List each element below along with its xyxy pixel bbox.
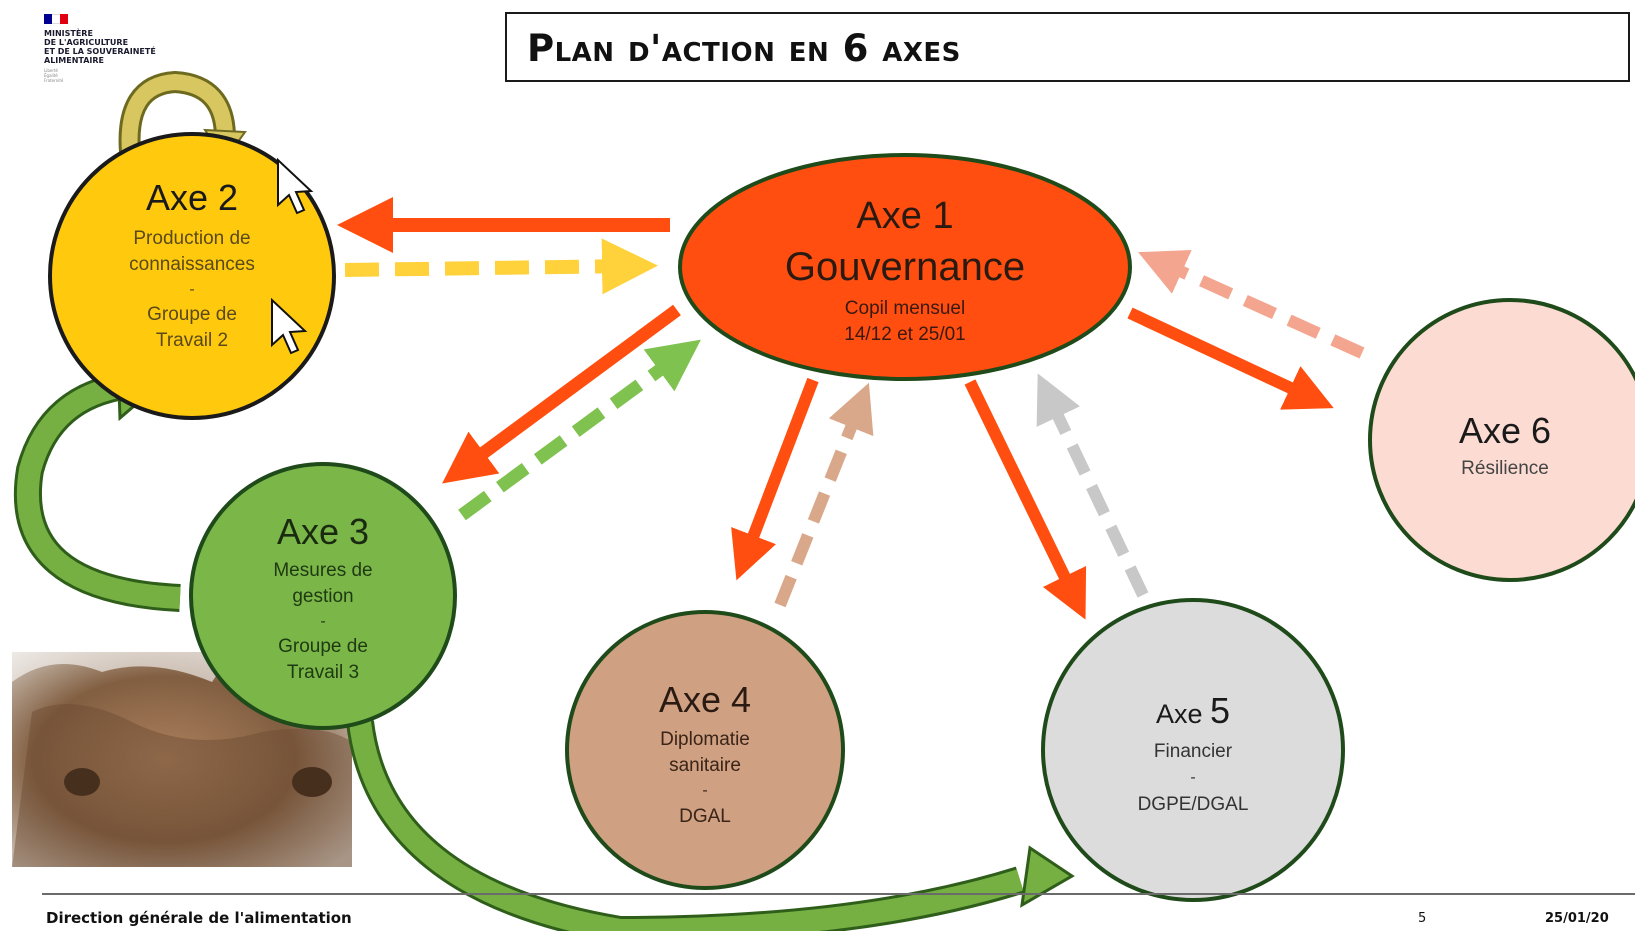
node-axe6: Axe 6 Résilience — [1368, 298, 1635, 582]
node-axe1: Axe 1 Gouvernance Copil mensuel 14/12 et… — [678, 153, 1132, 381]
axe2-title: Axe 2 — [146, 177, 238, 218]
axe2-line2: connaissances — [129, 254, 255, 275]
footer-page-number: 5 — [1418, 911, 1427, 926]
axe3-line4: Travail 3 — [287, 662, 359, 683]
arrow-axe2-to-axe1 — [344, 238, 658, 295]
axe1-line1: Copil mensuel — [845, 298, 965, 319]
axe2-line4: Travail 2 — [156, 330, 228, 351]
arrow-axe1-to-axe4 — [731, 377, 819, 581]
cursor-icon — [277, 157, 314, 215]
node-axe3: Axe 3 Mesures de gestion - Groupe de Tra… — [189, 462, 457, 730]
footer-divider — [42, 893, 1635, 895]
axe4-line2: sanitaire — [669, 755, 741, 776]
ministry-name: MINISTÈRE DE L'AGRICULTURE ET DE LA SOUV… — [44, 29, 156, 65]
cursor-icon — [271, 297, 308, 355]
axe3-title: Axe 3 — [277, 511, 369, 552]
arrow-axe3-to-axe1 — [458, 339, 701, 521]
axe5-dash: - — [1190, 769, 1195, 786]
node-axe2: Axe 2 Production de connaissances - Grou… — [48, 132, 336, 420]
arrow-axe1-to-axe6 — [1127, 307, 1334, 410]
axe4-dash: - — [702, 782, 707, 799]
axe2-line1: Production de — [133, 228, 250, 249]
node-axe5: Axe 5 Financier - DGPE/DGAL — [1041, 598, 1345, 902]
axe1-subtitle: Gouvernance — [785, 245, 1025, 289]
republic-motto: Liberté Égalité Fraternité — [44, 68, 64, 83]
axe3-line2: gestion — [292, 586, 353, 607]
footer-date: 25/01/20 — [1545, 911, 1609, 926]
axe5-title-prefix: Axe — [1156, 699, 1210, 729]
axe6-line1: Résilience — [1461, 458, 1549, 479]
axe3-line3: Groupe de — [278, 636, 368, 657]
ministry-logo-text: MINISTÈRE DE L'AGRICULTURE ET DE LA SOUV… — [44, 26, 264, 83]
arrow-axe1-to-axe3 — [442, 304, 681, 484]
axe5-title: Axe 5 — [1156, 690, 1230, 731]
footer-organization: Direction générale de l'alimentation — [46, 909, 352, 927]
axe4-line1: Diplomatie — [660, 729, 750, 750]
axe1-line2: 14/12 et 25/01 — [844, 324, 966, 345]
axe3-dash: - — [320, 613, 325, 630]
axe2-line3: Groupe de — [147, 304, 237, 325]
arrow-axe5-to-axe1 — [1036, 373, 1149, 598]
axe6-title: Axe 6 — [1459, 410, 1551, 451]
french-flag-icon — [44, 14, 68, 24]
axe5-line1: Financier — [1154, 741, 1233, 762]
arrow-axe6-to-axe1 — [1138, 249, 1365, 359]
axe4-title: Axe 4 — [659, 679, 751, 720]
axe3-line1: Mesures de — [273, 560, 372, 581]
axe5-title-num: 5 — [1210, 690, 1230, 731]
axe2-dash: - — [189, 281, 194, 298]
title-box: Plan d'action en 6 axes — [505, 12, 1630, 82]
node-axe4: Axe 4 Diplomatie sanitaire - DGAL — [565, 610, 845, 890]
axe5-line2: DGPE/DGAL — [1138, 794, 1249, 815]
axe1-title: Axe 1 — [856, 195, 953, 237]
ministry-logo — [44, 14, 264, 24]
arrow-axe4-to-axe1 — [774, 382, 874, 608]
arrow-axe1-to-axe5 — [964, 379, 1087, 620]
axe4-line3: DGAL — [679, 806, 731, 827]
slide-title: Plan d'action en 6 axes — [527, 27, 961, 70]
